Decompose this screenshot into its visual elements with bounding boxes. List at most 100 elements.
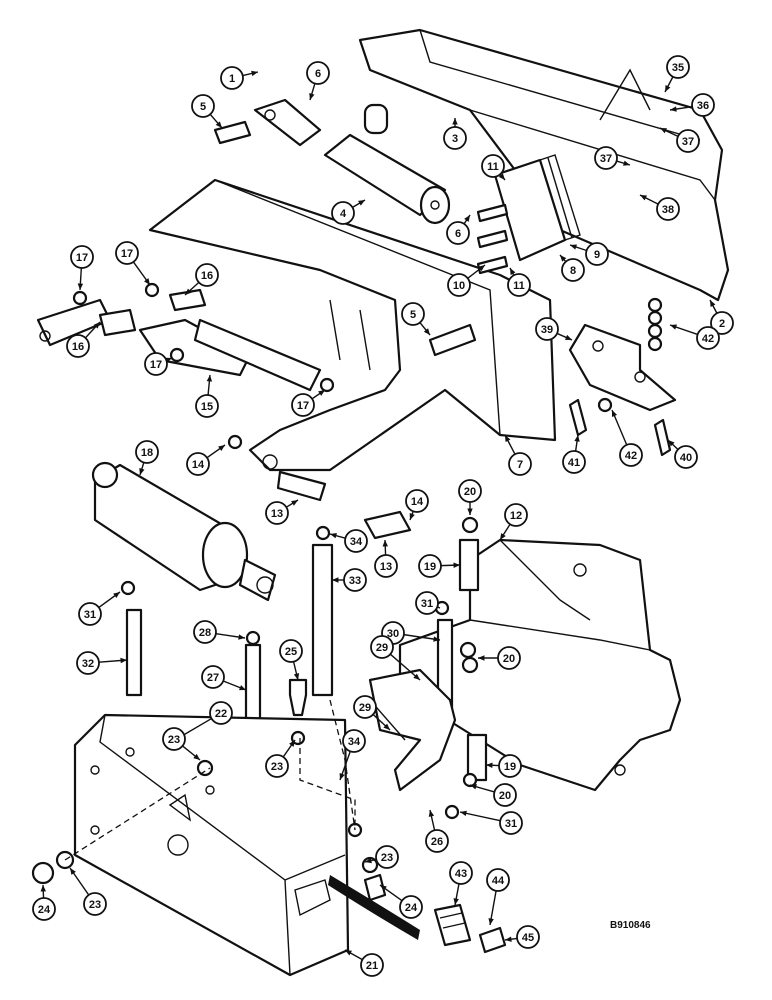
callout-number: 25	[285, 646, 297, 658]
callout-arrowhead	[40, 885, 46, 892]
callout-number: 34	[348, 736, 361, 748]
callout-circle	[493, 783, 517, 807]
callout-6: 6	[306, 61, 330, 101]
callout-42: 42	[611, 409, 643, 467]
callout-circle	[415, 591, 439, 615]
callout-circle	[418, 554, 442, 578]
callout-28: 28	[193, 620, 246, 644]
callout-circle	[446, 221, 470, 245]
callout-number: 20	[499, 790, 511, 802]
callout-circle	[561, 258, 585, 282]
callout-circle	[401, 302, 425, 326]
callout-circle	[343, 568, 367, 592]
callout-arrowhead	[710, 300, 716, 307]
callout-circle	[508, 452, 532, 476]
callout-number: 30	[387, 628, 399, 640]
callout-circle	[342, 729, 366, 753]
figure-code: B910846	[610, 920, 651, 931]
callout-arrowhead	[251, 70, 258, 77]
callout-circle	[405, 489, 429, 513]
callout-arrowhead	[570, 244, 577, 250]
callout-arrowhead	[215, 121, 222, 128]
callout-29: 29	[370, 635, 421, 681]
callout-number: 44	[492, 875, 505, 887]
callout-number: 31	[84, 609, 96, 621]
callout-25: 25	[279, 639, 303, 681]
callout-arrowhead	[70, 868, 76, 875]
callout-arrowhead	[239, 685, 246, 691]
callout-6: 6	[446, 214, 471, 245]
callout-30: 30	[381, 621, 441, 645]
callout-number: 15	[201, 401, 213, 413]
callout-circle	[306, 61, 330, 85]
callout-circle	[656, 197, 680, 221]
callout-arrowhead	[623, 160, 630, 166]
callout-number: 31	[505, 818, 517, 830]
bracket	[568, 323, 677, 412]
callout-number: 34	[350, 536, 363, 548]
callout-16: 16	[184, 263, 219, 296]
callout-number: 22	[215, 708, 227, 720]
callout-38: 38	[639, 194, 680, 221]
callout-40: 40	[667, 439, 698, 469]
callout-21: 21	[344, 949, 384, 977]
callout-arrowhead	[560, 255, 567, 262]
callout-arrowhead	[670, 106, 677, 112]
callout-23: 23	[364, 845, 399, 869]
main-frame	[148, 178, 557, 472]
callout-number: 19	[504, 761, 516, 773]
callout-number: 17	[121, 248, 133, 260]
callout-1: 1	[220, 66, 259, 90]
connector	[433, 903, 472, 947]
callout-circle	[162, 727, 186, 751]
callout-circle	[696, 326, 720, 350]
callout-circle	[535, 317, 559, 341]
callout-arrowhead	[144, 278, 150, 285]
callout-39: 39	[535, 317, 573, 341]
callout-circle	[425, 829, 449, 853]
callout-4: 4	[331, 199, 366, 225]
callout-circle	[676, 129, 700, 153]
callout-arrowhead	[413, 673, 420, 680]
callout-26: 26	[425, 809, 449, 853]
callout-20: 20	[458, 479, 482, 515]
callout-arrowhead	[565, 334, 572, 340]
callout-37: 37	[594, 146, 631, 170]
callout-number: 23	[168, 734, 180, 746]
callout-number: 23	[381, 852, 393, 864]
callout-arrowhead	[113, 592, 120, 599]
callout-number: 17	[76, 252, 88, 264]
callout-24: 24	[32, 884, 56, 921]
callout-number: 21	[366, 960, 378, 972]
callout-circle	[594, 146, 618, 170]
callout-number: 8	[570, 265, 576, 277]
callout-circle	[195, 263, 219, 287]
callout-number: 10	[453, 280, 465, 292]
callout-circle	[186, 452, 210, 476]
callout-number: 43	[455, 868, 467, 880]
callout-circle	[666, 55, 690, 79]
callout-circle	[710, 311, 734, 335]
callout-circle	[691, 93, 715, 117]
callout-number: 4	[340, 208, 347, 220]
callout-13: 13	[265, 499, 299, 525]
callout-arrowhead	[460, 810, 467, 817]
callout-arrowhead	[611, 410, 618, 417]
callout-number: 26	[431, 836, 443, 848]
callout-number: 45	[522, 932, 534, 944]
callout-14: 14	[405, 489, 429, 521]
callout-arrowhead	[488, 918, 494, 925]
callout-number: 42	[702, 333, 714, 345]
callout-number: 7	[517, 459, 523, 471]
callout-arrowhead	[505, 435, 511, 442]
callout-number: 36	[697, 100, 709, 112]
callout-31: 31	[459, 810, 523, 835]
callout-arrowhead	[486, 762, 493, 768]
callout-number: 29	[376, 642, 388, 654]
callout-34: 34	[329, 529, 368, 553]
callout-arrowhead	[433, 636, 440, 642]
callout-20: 20	[478, 646, 521, 670]
callout-5: 5	[191, 94, 223, 129]
callout-circle	[399, 895, 423, 919]
callout-circle	[191, 94, 215, 118]
